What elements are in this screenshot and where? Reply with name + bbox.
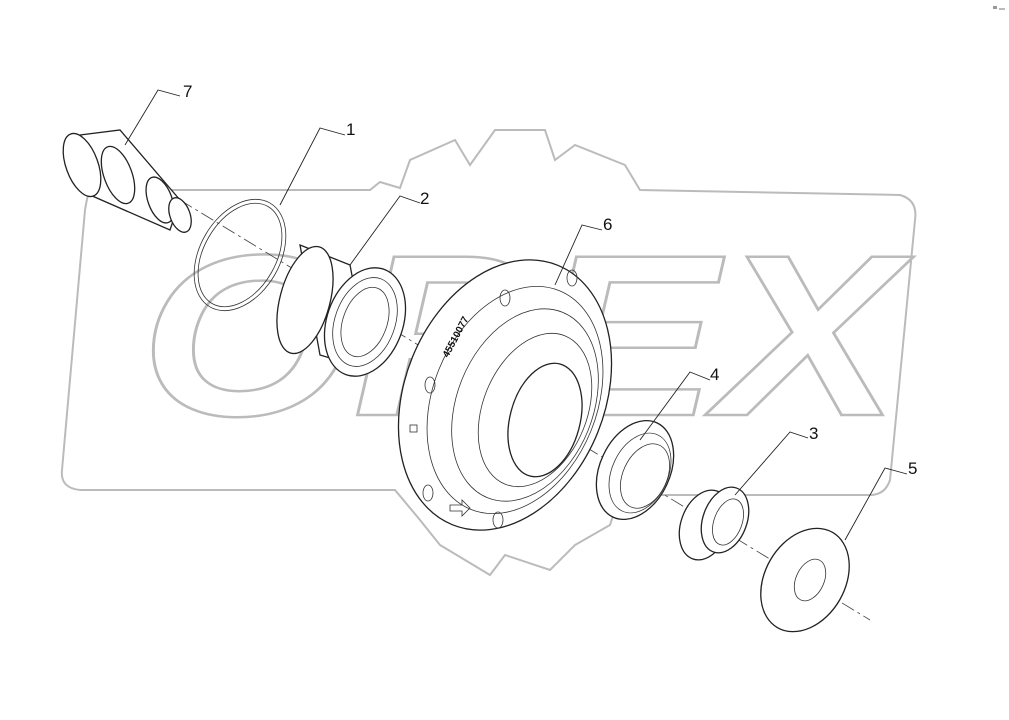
part-1-snap-ring[interactable]	[175, 183, 304, 327]
callout-4[interactable]: 4	[710, 365, 719, 384]
callout-2[interactable]: 2	[420, 189, 429, 208]
leader-lines	[124, 89, 908, 541]
callout-7[interactable]: 7	[183, 82, 192, 101]
part-6-hub[interactable]: 45510077	[360, 228, 650, 563]
part-3-bearing-cone[interactable]	[670, 481, 757, 568]
callout-3[interactable]: 3	[809, 424, 818, 443]
callout-1[interactable]: 1	[346, 120, 355, 139]
callout-5[interactable]: 5	[908, 459, 917, 478]
callout-6[interactable]: 6	[603, 215, 612, 234]
part-4-seal[interactable]	[581, 408, 688, 532]
part-5-washer[interactable]	[743, 512, 867, 647]
corner-icon[interactable]	[993, 6, 1005, 10]
part-2-bearing[interactable]	[267, 240, 420, 387]
part-7-spindle[interactable]	[56, 129, 196, 236]
